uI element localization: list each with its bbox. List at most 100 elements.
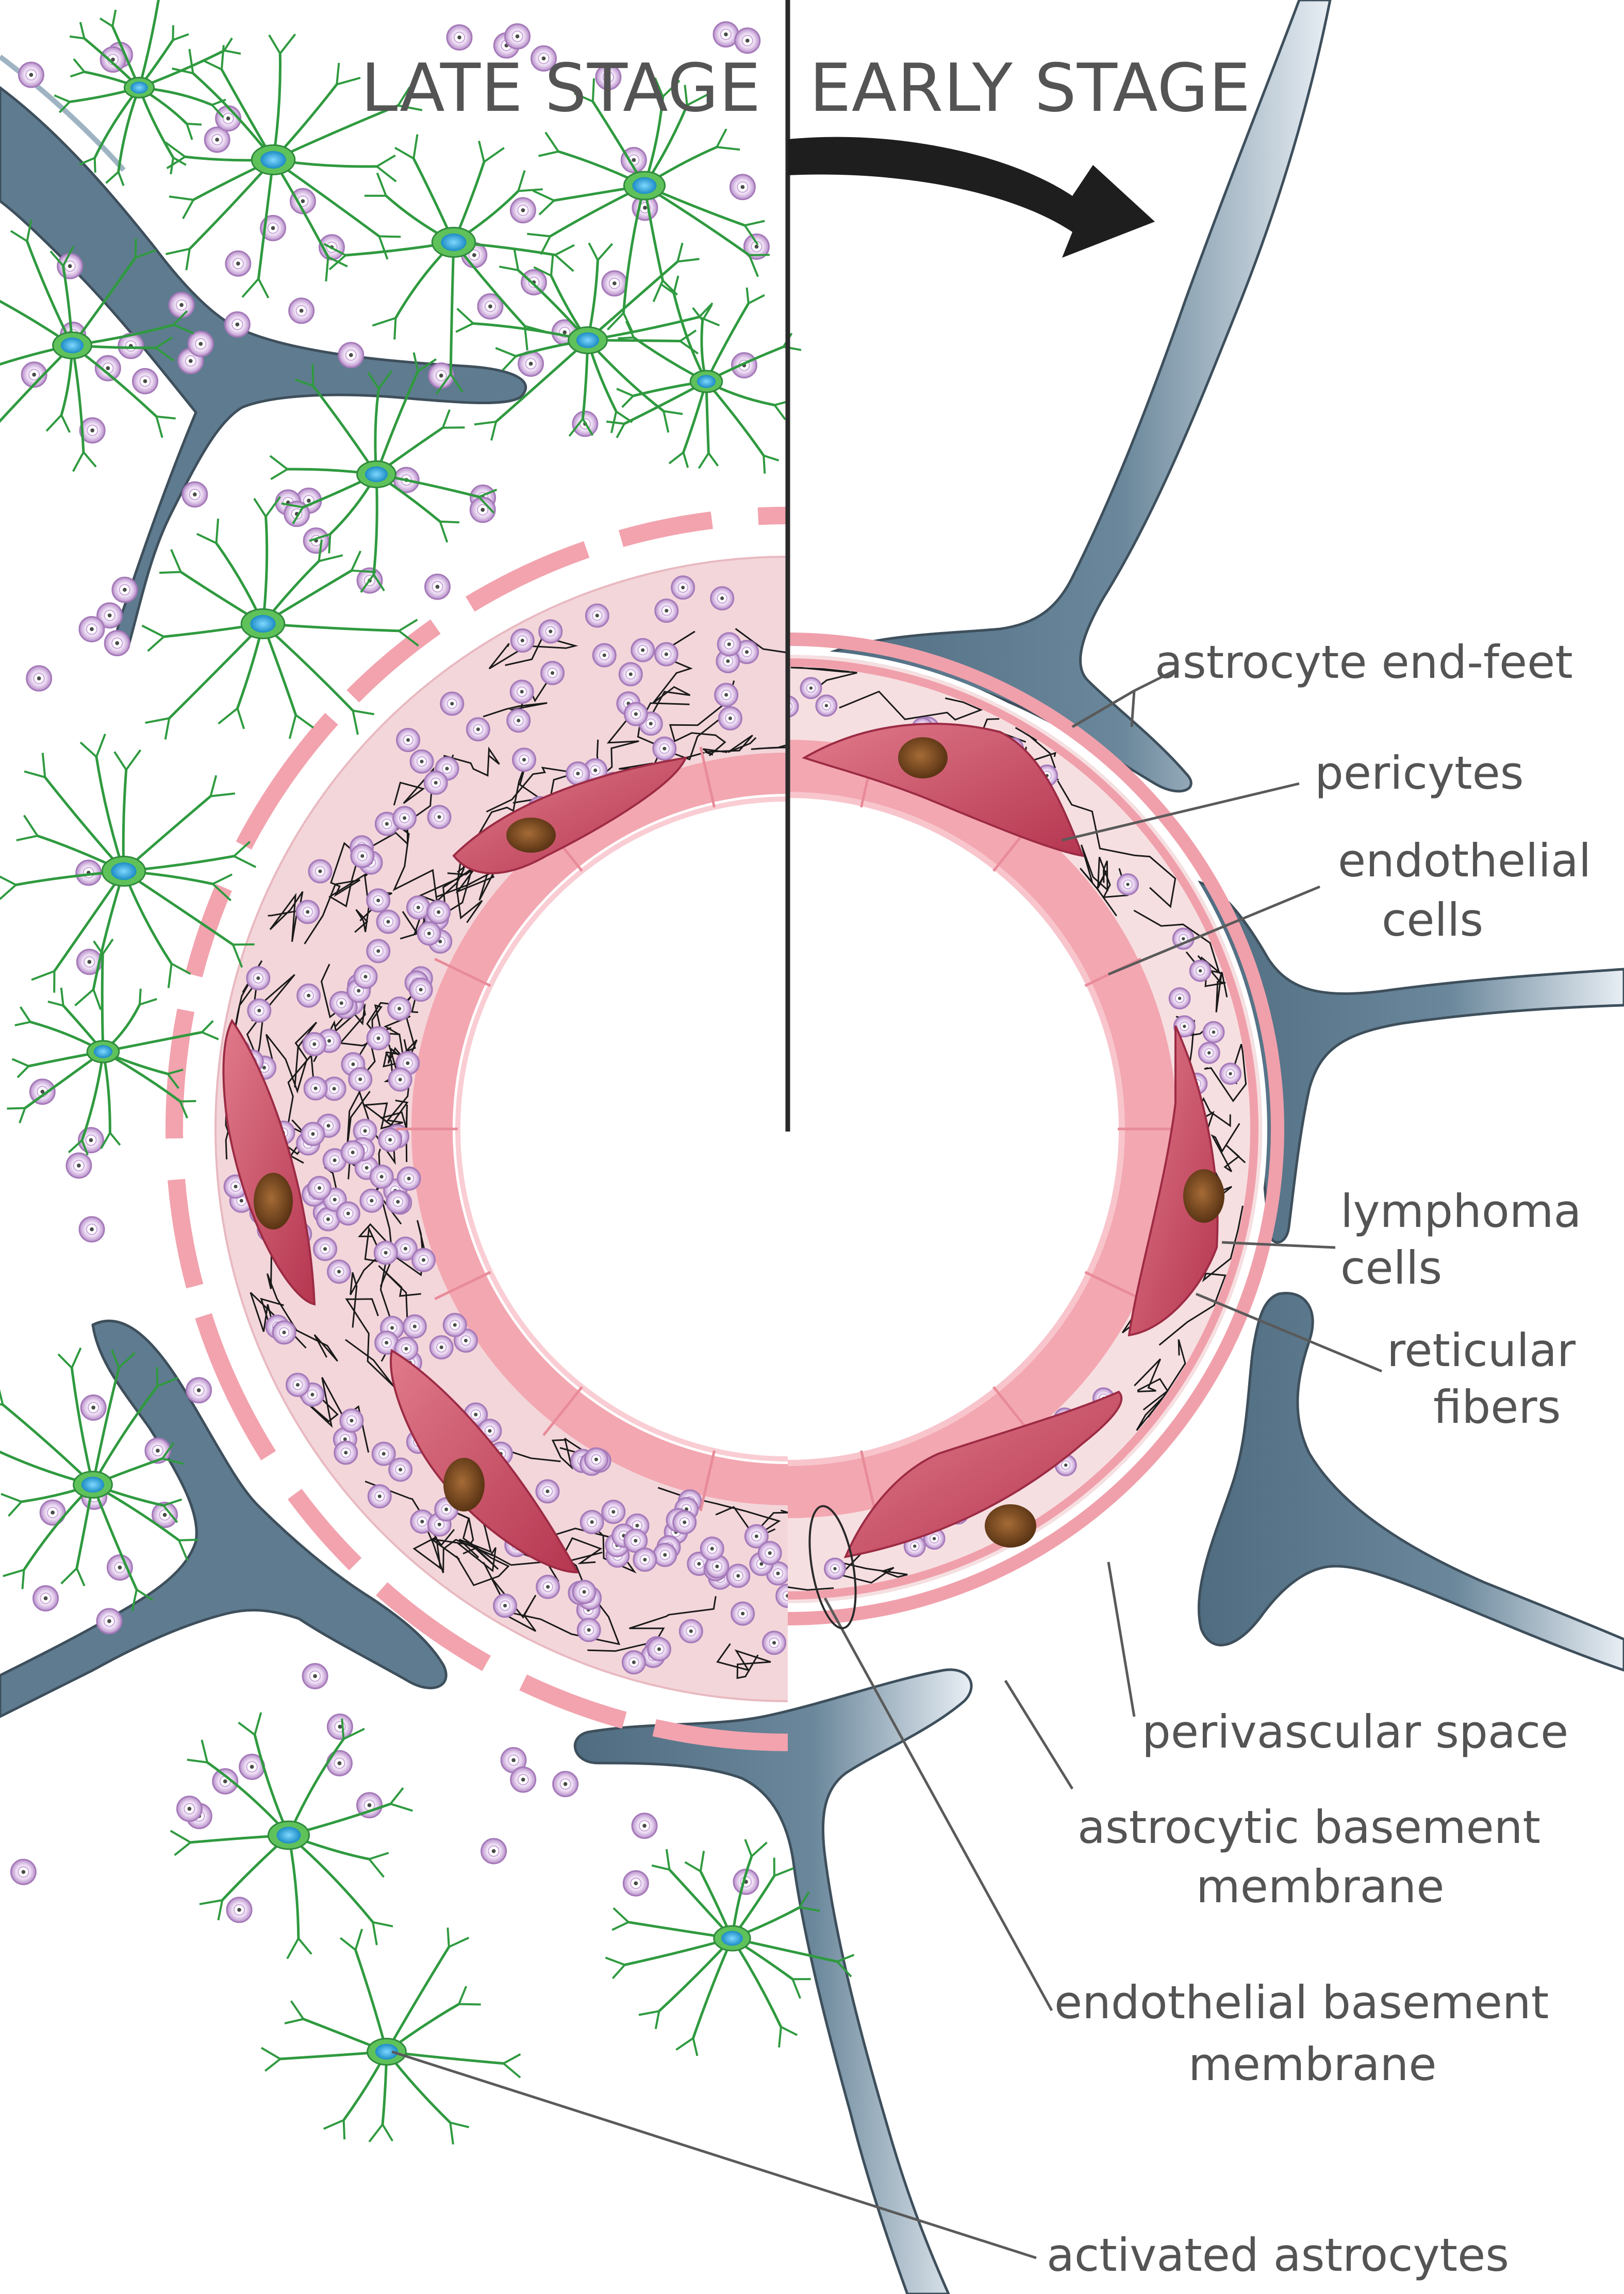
lymphoma-cell xyxy=(1219,1062,1242,1085)
lymphoma-cell xyxy=(132,368,159,394)
lymphoma-cell xyxy=(96,602,123,629)
lymphoma-cell xyxy=(176,1796,203,1822)
reticular-fiber xyxy=(393,767,435,846)
reticular-fiber xyxy=(364,1481,455,1570)
lymphoma-cell xyxy=(396,727,421,752)
lymphoma-cell xyxy=(409,749,434,774)
lymphoma-cell xyxy=(303,1076,328,1101)
label-astrocytic-bm-line1: astrocytic basement xyxy=(1078,1801,1540,1854)
reticular-fiber xyxy=(839,690,983,721)
reticular-fiber xyxy=(587,1596,717,1652)
lymphoma-cell xyxy=(729,174,756,201)
endothelial-junction xyxy=(1084,1271,1141,1301)
lymphoma-cell xyxy=(654,642,678,667)
lymphoma-cell xyxy=(111,576,138,603)
reticular-fiber xyxy=(702,735,757,756)
label-reticular-line1: reticular xyxy=(1387,1324,1576,1377)
lymphoma-cell xyxy=(423,770,448,795)
lymphoma-cell xyxy=(388,1067,412,1092)
lymphoma-cell xyxy=(717,632,741,657)
reticular-fiber xyxy=(304,842,362,944)
reticular-fiber xyxy=(328,827,396,908)
activated-astrocyte xyxy=(323,134,575,395)
reticular-fiber xyxy=(350,1254,394,1328)
lymphoma-cell xyxy=(406,895,430,920)
lymphoma-cell xyxy=(96,1608,123,1635)
lymphoma-cell xyxy=(18,61,44,88)
lymphoma-cell xyxy=(348,1067,373,1092)
lymphoma-cell xyxy=(712,21,739,48)
reticular-fiber xyxy=(1057,780,1176,908)
lymphoma-cell xyxy=(152,1502,178,1528)
reticular-fiber xyxy=(268,891,304,942)
lymphoma-cell xyxy=(466,717,490,742)
label-lymphoma-line2: cells xyxy=(1340,1241,1442,1294)
lymphoma-cell xyxy=(653,1542,677,1567)
lymphoma-cell xyxy=(79,417,106,444)
activated-astrocyte xyxy=(170,1712,413,1959)
endothelial-junction xyxy=(859,1450,876,1511)
lymphoma-cell xyxy=(538,619,563,644)
lymphoma-cell xyxy=(620,146,647,173)
lymphoma-cell xyxy=(307,1176,332,1201)
lymphoma-cell xyxy=(426,900,451,924)
lymphoma-cell xyxy=(225,250,252,277)
lymphoma-cell xyxy=(506,708,531,733)
lymphoma-cell xyxy=(313,1237,338,1261)
lymphoma-cell xyxy=(100,46,126,73)
lymphoma-cell xyxy=(411,1248,436,1272)
lymphoma-cell xyxy=(710,586,735,611)
lymphoma-cell xyxy=(78,616,105,642)
reticular-fiber xyxy=(716,1643,771,1680)
lymphoma-cell xyxy=(718,706,742,730)
lymphoma-cell xyxy=(504,23,531,50)
lymphoma-cell xyxy=(623,702,648,726)
activated-astrocyte xyxy=(54,0,241,186)
activated-astrocyte xyxy=(260,1927,521,2145)
lymphoma-cell xyxy=(509,197,536,224)
lymphoma-cell xyxy=(371,1441,396,1466)
reticular-fiber xyxy=(790,667,857,696)
labels: astrocyte end-feet pericytes endothelial… xyxy=(1047,636,1591,2282)
reticular-fiber xyxy=(1158,1205,1244,1346)
lymphoma-cell xyxy=(329,991,354,1016)
activated-astrocyte xyxy=(164,34,423,298)
lymphoma-cell xyxy=(1117,873,1139,896)
endothelial-junction xyxy=(434,1271,491,1301)
lymphoma-cell xyxy=(392,806,417,830)
lymphoma-cell xyxy=(1202,1021,1225,1043)
lymphoma-cell xyxy=(226,1897,253,1923)
lymphoma-cell xyxy=(334,1440,358,1465)
lymphoma-cell xyxy=(446,24,473,51)
lymphoma-cell xyxy=(388,1457,413,1482)
reticular-fiber xyxy=(488,636,578,670)
label-endothelial-line2: cells xyxy=(1382,893,1483,946)
lymphoma-cell xyxy=(65,1152,92,1179)
lymphoma-cell xyxy=(340,1140,365,1165)
lymphoma-cell xyxy=(631,638,655,662)
lymphoma-cell xyxy=(493,1593,518,1618)
lymphoma-cell xyxy=(301,1122,325,1146)
lymphoma-cell xyxy=(1198,1041,1220,1064)
lymphoma-cell xyxy=(247,998,272,1023)
lymphoma-cell xyxy=(303,527,329,554)
activated-astrocyte xyxy=(527,77,770,332)
lymphoma-cell xyxy=(302,1663,328,1689)
lymphoma-cell xyxy=(387,996,412,1021)
lymphoma-cell xyxy=(744,1524,769,1549)
lymphoma-cell xyxy=(520,269,547,296)
reticular-fiber xyxy=(1133,909,1228,998)
lymphoma-cell xyxy=(402,1314,427,1339)
lymphoma-cell xyxy=(576,1618,601,1642)
lymphoma-cell xyxy=(21,361,47,388)
reticular-fiber xyxy=(419,1513,494,1573)
reticular-fiber xyxy=(751,744,788,750)
lymphoma-cell xyxy=(327,1259,352,1284)
lymphoma-cell xyxy=(168,292,195,319)
lymphoma-cell xyxy=(601,270,628,297)
lymphoma-cell xyxy=(584,1447,608,1472)
early-stage-title: EARLY STAGE xyxy=(809,50,1251,127)
lymphoma-cell xyxy=(540,660,565,685)
lymphoma-cell xyxy=(480,1838,507,1865)
lymphoma-cell xyxy=(295,900,320,924)
